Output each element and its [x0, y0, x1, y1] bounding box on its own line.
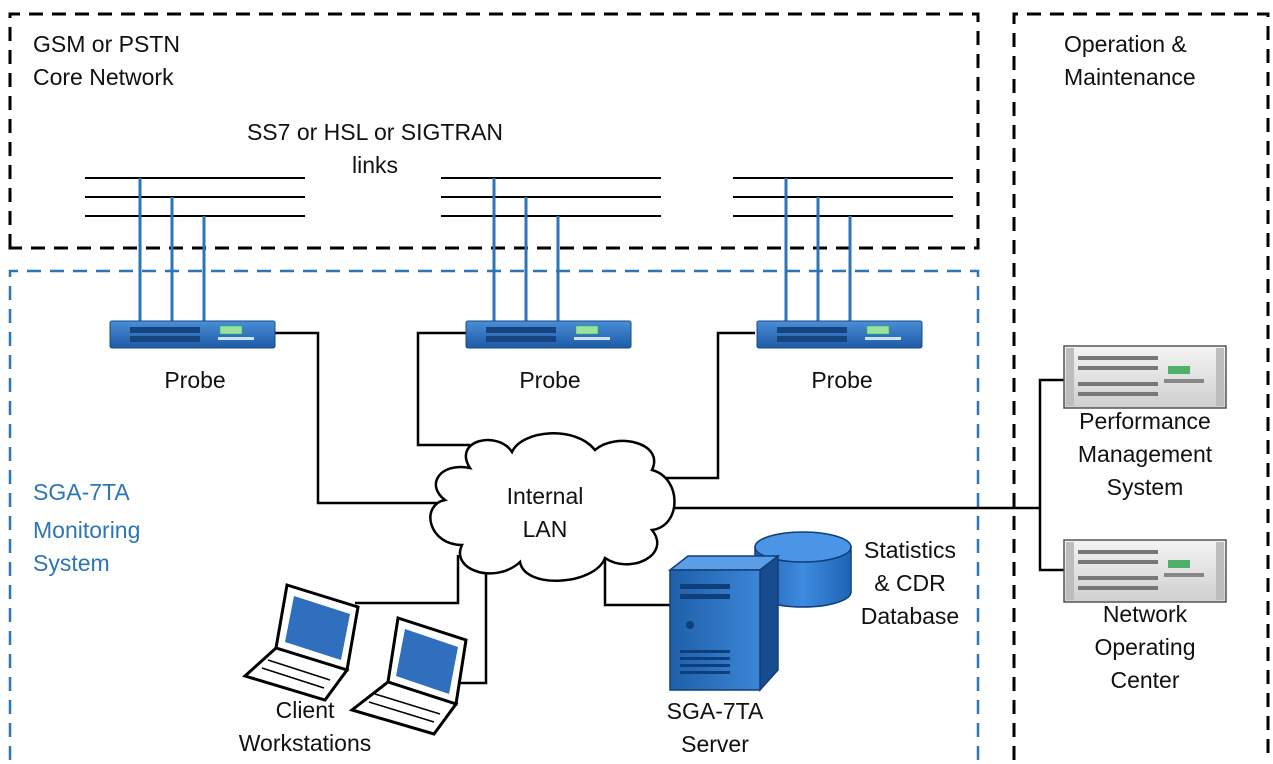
pms-label: Performance Management System — [1077, 408, 1213, 500]
internal-lan-cloud — [429, 432, 676, 582]
signalling-links-3 — [733, 177, 953, 217]
core-network-title: GSM or PSTN Core Network — [33, 31, 180, 90]
operation-maintenance-title: Operation & Maintenance — [1064, 31, 1196, 90]
monitoring-system-name: SGA-7TA — [33, 479, 130, 505]
laptop-icon-2 — [348, 616, 468, 736]
lan-label: Internal LAN — [506, 483, 584, 542]
database-icon — [754, 531, 852, 608]
monitoring-system-title: Monitoring System — [33, 517, 141, 576]
links-label: SS7 or HSL or SIGTRAN links — [246, 119, 504, 178]
noc-server-icon — [1063, 539, 1227, 603]
noc-label: Network Operating Center — [1094, 601, 1196, 693]
probe-taps — [138, 178, 852, 322]
database-label: Statistics & CDR Database — [860, 537, 960, 629]
operation-maintenance-region — [1012, 12, 1270, 760]
core-network-region — [8, 12, 980, 250]
laptop-icon-1 — [242, 583, 360, 702]
probe-label-2: Probe — [519, 367, 581, 393]
signalling-links-2 — [441, 177, 661, 217]
server-label: SGA-7TA Server — [666, 698, 764, 757]
probe-label-3: Probe — [811, 367, 873, 393]
server-icon — [667, 554, 781, 692]
network-cables — [275, 331, 1066, 685]
probe-device-2 — [465, 320, 632, 349]
probe-label-1: Probe — [164, 367, 226, 393]
pms-server-icon — [1063, 345, 1227, 409]
signalling-links-1 — [85, 177, 305, 217]
client-workstations-label: Client Workstations — [238, 697, 372, 756]
probe-device-1 — [109, 320, 276, 349]
probe-device-3 — [756, 320, 923, 349]
